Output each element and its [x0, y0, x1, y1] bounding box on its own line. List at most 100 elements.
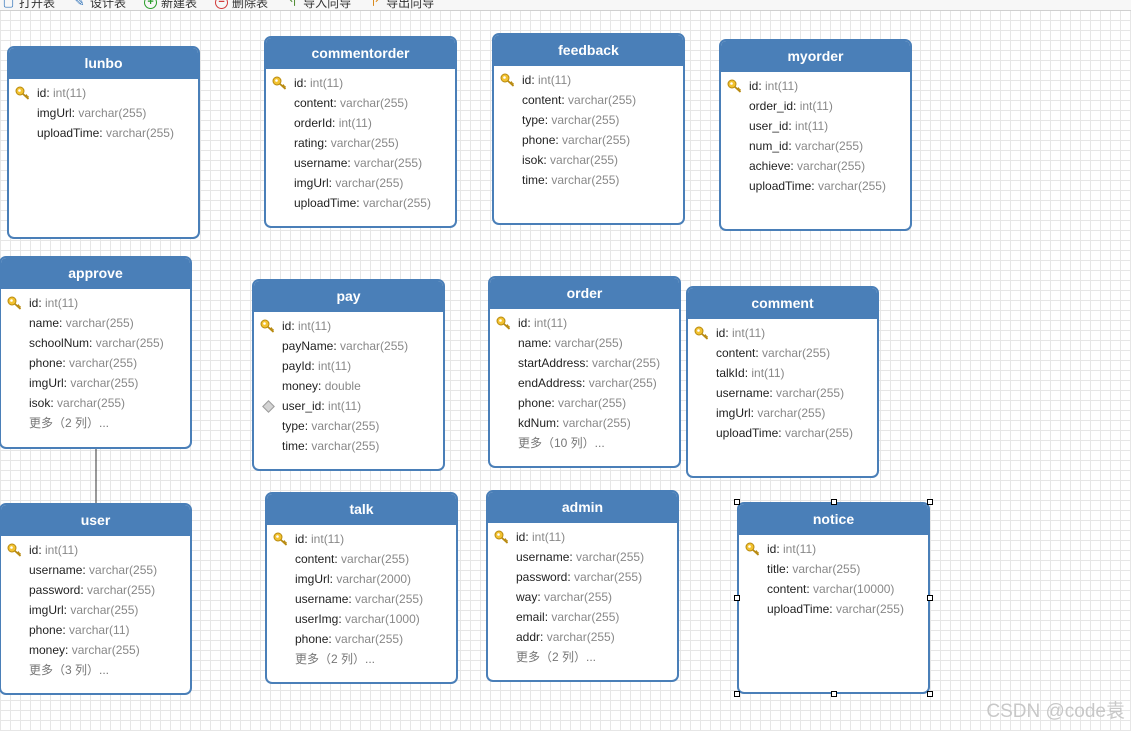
- field-row[interactable]: achieve: varchar(255): [721, 156, 910, 176]
- field-row[interactable]: userImg: varchar(1000): [267, 609, 456, 629]
- field-row[interactable]: phone: varchar(255): [267, 629, 456, 649]
- field-row[interactable]: payName: varchar(255): [254, 336, 443, 356]
- table-title[interactable]: order: [490, 278, 679, 309]
- field-row[interactable]: talkId: int(11): [688, 363, 877, 383]
- field-row[interactable]: type: varchar(255): [494, 110, 683, 130]
- field-row[interactable]: id: int(11): [688, 323, 877, 343]
- toolbar-del-button[interactable]: −删除表: [215, 0, 268, 11]
- table-user[interactable]: user id: int(11)username: varchar(255)pas…: [0, 503, 192, 695]
- toolbar-open-button[interactable]: ▢打开表: [2, 0, 55, 11]
- field-row[interactable]: isok: varchar(255): [1, 393, 190, 413]
- field-row[interactable]: id: int(11): [494, 70, 683, 90]
- field-row[interactable]: user_id: int(11): [721, 116, 910, 136]
- field-row[interactable]: endAddress: varchar(255): [490, 373, 679, 393]
- table-lunbo[interactable]: lunbo id: int(11)imgUrl: varchar(255)uplo…: [7, 46, 200, 239]
- table-title[interactable]: notice: [739, 504, 928, 535]
- field-row[interactable]: startAddress: varchar(255): [490, 353, 679, 373]
- table-admin[interactable]: admin id: int(11)username: varchar(255)pa…: [486, 490, 679, 682]
- table-title[interactable]: commentorder: [266, 38, 455, 69]
- table-commentorder[interactable]: commentorder id: int(11)content: varchar(…: [264, 36, 457, 228]
- table-title[interactable]: approve: [1, 258, 190, 289]
- field-row[interactable]: imgUrl: varchar(255): [266, 173, 455, 193]
- field-row[interactable]: username: varchar(255): [488, 547, 677, 567]
- table-title[interactable]: lunbo: [9, 48, 198, 79]
- field-row[interactable]: id: int(11): [9, 83, 198, 103]
- field-row[interactable]: imgUrl: varchar(255): [688, 403, 877, 423]
- field-row[interactable]: isok: varchar(255): [494, 150, 683, 170]
- field-row[interactable]: uploadTime: varchar(255): [9, 123, 198, 143]
- more-columns-link[interactable]: 更多（10 列）...: [518, 436, 605, 450]
- field-row[interactable]: phone: varchar(255): [490, 393, 679, 413]
- field-row[interactable]: phone: varchar(11): [1, 620, 190, 640]
- field-row[interactable]: uploadTime: varchar(255): [739, 599, 928, 619]
- more-columns-link[interactable]: 更多（2 列）...: [516, 650, 597, 664]
- toolbar-imp-button[interactable]: ↰导入向导: [286, 0, 352, 11]
- table-pay[interactable]: pay id: int(11)payName: varchar(255)payId…: [252, 279, 445, 471]
- resize-handle[interactable]: [927, 499, 933, 505]
- field-row[interactable]: rating: varchar(255): [266, 133, 455, 153]
- field-row[interactable]: username: varchar(255): [1, 560, 190, 580]
- field-row[interactable]: password: varchar(255): [1, 580, 190, 600]
- table-feedback[interactable]: feedback id: int(11)content: varchar(255)…: [492, 33, 685, 225]
- field-row[interactable]: id: int(11): [490, 313, 679, 333]
- more-columns-link[interactable]: 更多（3 列）...: [29, 663, 110, 677]
- field-row[interactable]: imgUrl: varchar(255): [1, 600, 190, 620]
- field-row[interactable]: content: varchar(255): [266, 93, 455, 113]
- more-columns-link[interactable]: 更多（2 列）...: [29, 416, 110, 430]
- field-row[interactable]: time: varchar(255): [254, 436, 443, 456]
- resize-handle[interactable]: [734, 499, 740, 505]
- field-row[interactable]: way: varchar(255): [488, 587, 677, 607]
- resize-handle[interactable]: [734, 691, 740, 697]
- field-row[interactable]: content: varchar(255): [688, 343, 877, 363]
- resize-handle[interactable]: [830, 499, 837, 505]
- field-row[interactable]: username: varchar(255): [266, 153, 455, 173]
- resize-handle[interactable]: [830, 691, 837, 697]
- field-row[interactable]: orderId: int(11): [266, 113, 455, 133]
- table-title[interactable]: talk: [267, 494, 456, 525]
- field-row[interactable]: user_id: int(11): [254, 396, 443, 416]
- field-row[interactable]: id: int(11): [254, 316, 443, 336]
- field-row[interactable]: content: varchar(255): [494, 90, 683, 110]
- field-row[interactable]: id: int(11): [488, 527, 677, 547]
- field-row[interactable]: id: int(11): [1, 293, 190, 313]
- field-row[interactable]: order_id: int(11): [721, 96, 910, 116]
- field-row[interactable]: username: varchar(255): [267, 589, 456, 609]
- table-title[interactable]: user: [1, 505, 190, 536]
- table-order[interactable]: order id: int(11)name: varchar(255)startA…: [488, 276, 681, 468]
- field-row[interactable]: addr: varchar(255): [488, 627, 677, 647]
- field-row[interactable]: imgUrl: varchar(2000): [267, 569, 456, 589]
- field-row[interactable]: content: varchar(10000): [739, 579, 928, 599]
- table-title[interactable]: pay: [254, 281, 443, 312]
- field-row[interactable]: uploadTime: varchar(255): [688, 423, 877, 443]
- field-row[interactable]: kdNum: varchar(255): [490, 413, 679, 433]
- table-title[interactable]: admin: [488, 492, 677, 523]
- field-row[interactable]: imgUrl: varchar(255): [1, 373, 190, 393]
- resize-handle[interactable]: [734, 595, 740, 601]
- field-row[interactable]: uploadTime: varchar(255): [266, 193, 455, 213]
- field-row[interactable]: money: varchar(255): [1, 640, 190, 660]
- field-row[interactable]: imgUrl: varchar(255): [9, 103, 198, 123]
- field-row[interactable]: username: varchar(255): [688, 383, 877, 403]
- field-row[interactable]: name: varchar(255): [490, 333, 679, 353]
- field-row[interactable]: id: int(11): [266, 73, 455, 93]
- resize-handle[interactable]: [927, 691, 933, 697]
- field-row[interactable]: password: varchar(255): [488, 567, 677, 587]
- field-row[interactable]: id: int(11): [1, 540, 190, 560]
- field-row[interactable]: email: varchar(255): [488, 607, 677, 627]
- field-row[interactable]: num_id: varchar(255): [721, 136, 910, 156]
- field-row[interactable]: name: varchar(255): [1, 313, 190, 333]
- table-title[interactable]: feedback: [494, 35, 683, 66]
- field-row[interactable]: type: varchar(255): [254, 416, 443, 436]
- resize-handle[interactable]: [927, 595, 933, 601]
- field-row[interactable]: uploadTime: varchar(255): [721, 176, 910, 196]
- toolbar-new-button[interactable]: +新建表: [144, 0, 197, 11]
- field-row[interactable]: id: int(11): [721, 76, 910, 96]
- more-columns-link[interactable]: 更多（2 列）...: [295, 652, 376, 666]
- toolbar-design-button[interactable]: ✎设计表: [73, 0, 126, 11]
- field-row[interactable]: payId: int(11): [254, 356, 443, 376]
- toolbar-exp-button[interactable]: ↱导出向导: [369, 0, 435, 11]
